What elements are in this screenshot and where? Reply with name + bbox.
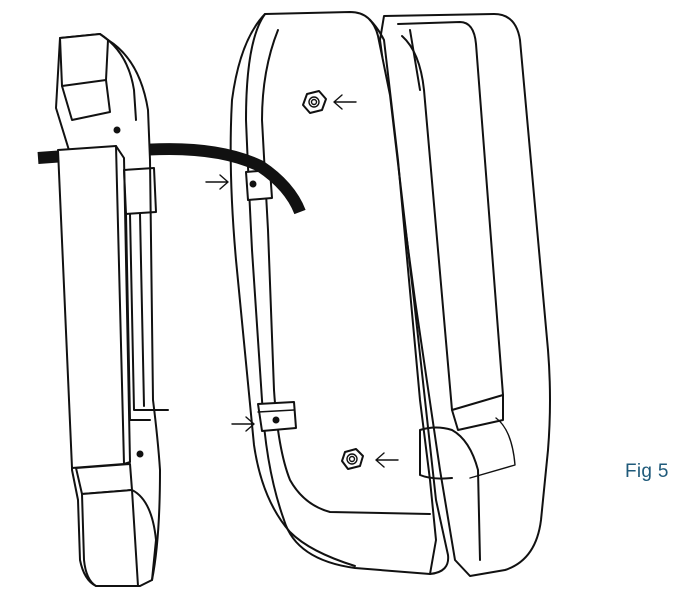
arrow-to-upper-slot — [205, 174, 229, 190]
arrow-right-icon — [231, 416, 255, 432]
handle-lower-screw — [136, 450, 144, 458]
arrow-right-icon — [205, 174, 229, 190]
arrow-to-lower-slot — [231, 416, 255, 432]
housing-front-rim — [229, 13, 356, 567]
lower-screw-hole — [346, 453, 358, 465]
lower-screw-hole-hex — [341, 448, 364, 470]
handle-upper-screw — [113, 126, 121, 134]
upper-screw-hole — [308, 96, 320, 108]
upper-screw-hole-hex — [302, 90, 327, 114]
housing-seam — [369, 19, 437, 575]
handle-part — [55, 33, 169, 587]
housing-part — [229, 11, 551, 577]
arrow-to-upper-screw-hole — [333, 94, 357, 110]
arrow-left-icon — [333, 94, 357, 110]
cable — [37, 143, 306, 215]
handle-top-cap — [59, 33, 109, 87]
arrow-to-lower-screw-hole — [375, 452, 399, 468]
housing-channel-depth — [409, 29, 504, 431]
handle-bottom-cap — [75, 463, 133, 495]
housing-foot — [419, 426, 481, 561]
housing-foot-curve — [469, 417, 516, 479]
housing-front-panel — [245, 11, 450, 575]
arrow-left-icon — [375, 452, 399, 468]
figure-caption: Fig 5 — [625, 461, 669, 482]
housing-lower-slot — [257, 401, 297, 432]
handle-grip-bar — [57, 145, 125, 469]
housing-back-panel — [379, 13, 551, 577]
handle-inner-rail — [123, 167, 157, 215]
